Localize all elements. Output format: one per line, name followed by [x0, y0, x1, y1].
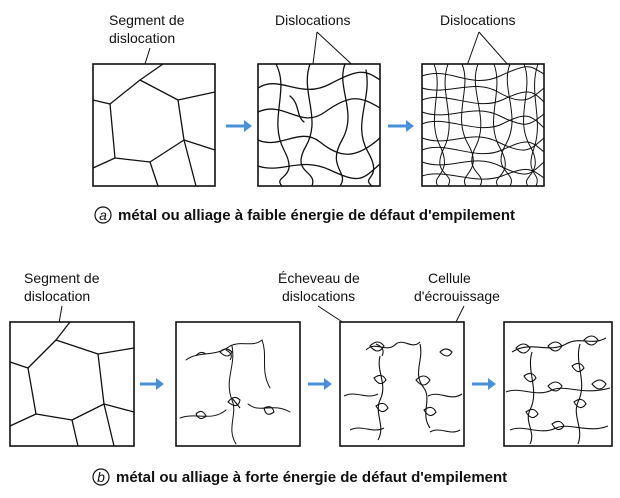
dislocation-tangle [427, 393, 463, 398]
box-b3-cell-formation [339, 321, 465, 447]
dislocation-line [530, 63, 539, 187]
dislocation-tangle [377, 355, 384, 441]
dislocation-wall-tangles [515, 335, 599, 354]
caption-letter-circle [94, 206, 112, 224]
right-arrow-icon-head [156, 378, 164, 390]
caption-b: métal ou alliage à forte énergie de défa… [116, 469, 507, 486]
label-segment-a-line2: dislocation [109, 30, 175, 46]
label-segment-b-line2: dislocation [24, 288, 90, 304]
panel-frame [339, 321, 465, 447]
label-segment-a-line1: Segment de [109, 12, 185, 28]
label-dislocations-a1: Dislocations [275, 12, 350, 28]
dislocation-tangle [343, 393, 379, 397]
panel-frame [175, 321, 301, 447]
box-a3-dense-dislocations [421, 63, 545, 187]
dislocation-line [185, 339, 263, 361]
caption-letter-a: a [99, 207, 107, 223]
label-cellule-line2: d'écrouissage [414, 288, 500, 304]
dislocation-line [289, 95, 305, 123]
dislocation-segment [92, 63, 164, 105]
row-b: Segment de dislocation Écheveau de dislo… [9, 270, 613, 486]
dislocation-line [228, 345, 237, 445]
dislocation-segment [183, 139, 197, 187]
dislocation-wall-tangles [523, 372, 539, 419]
dislocation-tangle [349, 427, 385, 431]
dislocation-line [421, 66, 545, 81]
dislocation-tangle [365, 341, 421, 351]
box-b1-cell-network [9, 321, 135, 447]
caption-a: métal ou alliage à faible énergie de déf… [118, 207, 515, 224]
dislocation-line [421, 110, 545, 125]
panel-frame [421, 63, 545, 187]
dislocation-line [421, 85, 545, 101]
dislocation-line [471, 63, 483, 187]
caption-letter-b: b [97, 469, 105, 485]
dislocation-tangle [227, 396, 241, 409]
dislocation-line [275, 63, 290, 187]
dislocation-line [257, 163, 381, 180]
right-arrow-icon-head [406, 120, 414, 132]
dislocation-tangle [415, 375, 437, 417]
dislocation-wall-tangles [547, 379, 607, 392]
dislocation-line [493, 63, 506, 187]
dislocation-wall [575, 343, 583, 445]
dislocation-tangle [195, 410, 207, 420]
panel-frame [92, 63, 216, 187]
dislocation-line [421, 115, 545, 129]
right-arrow-icon-head [244, 120, 252, 132]
dislocation-line [523, 63, 536, 187]
dislocation-line [179, 409, 227, 419]
dislocation-segment [149, 161, 159, 187]
dislocation-line [461, 63, 474, 187]
dislocation-segment [71, 419, 79, 447]
panel-frame [9, 321, 135, 447]
right-arrow-icon-head [488, 378, 496, 390]
dislocation-wall-tangles [571, 362, 587, 409]
dislocation-tangle [195, 351, 207, 357]
dislocation-line [261, 339, 271, 389]
dislocation-segment [9, 321, 71, 369]
dislocation-line [360, 69, 375, 187]
dislocation-wall [511, 337, 607, 353]
dislocation-tangle [263, 406, 275, 415]
caption-letter-circle [92, 468, 110, 486]
box-b4-cell-walls [503, 321, 613, 447]
box-a2-dislocations [257, 63, 381, 187]
dislocation-line [439, 63, 451, 187]
dislocation-line [300, 63, 314, 187]
dislocation-tangle [417, 343, 431, 429]
label-echeveau-line2: dislocations [282, 288, 355, 304]
dislocation-tangle [429, 429, 461, 433]
dislocation-line [421, 136, 545, 151]
dislocation-tangle [373, 374, 389, 413]
box-a1-cell-network [92, 63, 216, 187]
dislocation-line [421, 91, 545, 105]
label-echeveau-line1: Écheveau de [278, 270, 360, 286]
dislocation-line [433, 63, 445, 187]
dislocation-line [257, 135, 381, 155]
right-arrow-icon-head [324, 378, 332, 390]
dislocation-wall-tangles [551, 420, 565, 431]
dislocation-tangle [219, 348, 233, 361]
dislocation-tangle [439, 348, 453, 357]
dislocation-line [247, 403, 291, 413]
dislocation-line [335, 63, 349, 187]
label-dislocations-a2: Dislocations [440, 12, 515, 28]
dislocation-line [421, 141, 545, 155]
dislocation-segment [103, 403, 115, 447]
dislocation-tangle [369, 341, 385, 357]
row-a: Segment de dislocation Dislocations Disl… [92, 12, 545, 224]
label-segment-b-line1: Segment de [24, 270, 100, 286]
label-cellule-line1: Cellule [428, 270, 471, 286]
dislocation-line [500, 63, 513, 187]
box-b2-tangles [175, 321, 301, 447]
